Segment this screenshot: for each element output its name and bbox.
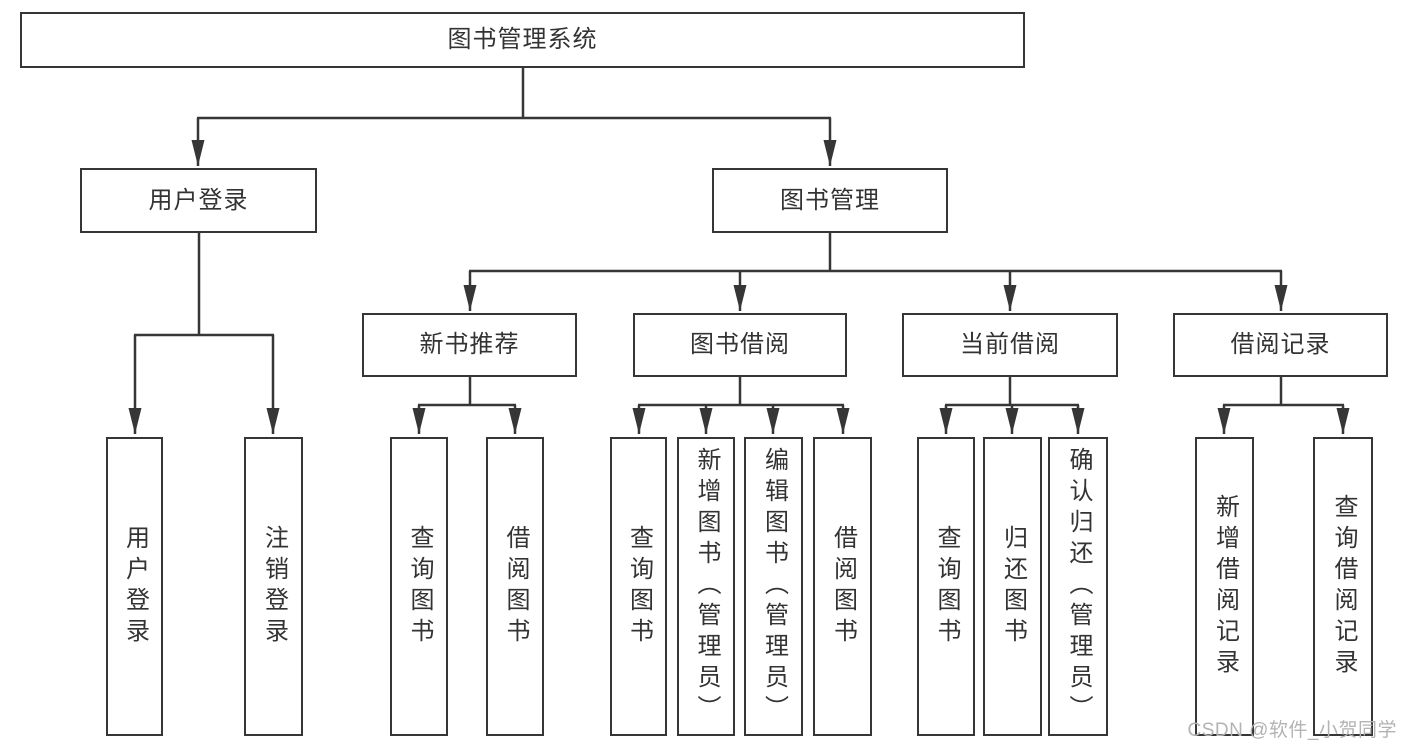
leaf-borrow-books-recommend: 借阅图书 <box>486 437 544 736</box>
leaf-logout: 注销登录 <box>244 437 303 736</box>
node-current-borrow: 当前借阅 <box>902 313 1118 377</box>
leaf-add-books-admin: 新增图书（管理员） <box>677 437 735 736</box>
node-library-management-system: 图书管理系统 <box>20 12 1025 68</box>
book-borrow-children-connector <box>632 377 850 434</box>
root-to-level1-connector <box>191 68 837 166</box>
leaf-add-borrow-record: 新增借阅记录 <box>1195 437 1254 736</box>
user-login-children-connector <box>128 233 280 434</box>
current-borrow-children-connector <box>939 377 1085 434</box>
node-borrow-record: 借阅记录 <box>1173 313 1388 377</box>
node-new-book-recommend: 新书推荐 <box>362 313 577 377</box>
leaf-confirm-return-admin: 确认归还（管理员） <box>1048 437 1108 736</box>
node-book-management: 图书管理 <box>712 168 948 233</box>
leaf-query-books-current: 查询图书 <box>917 437 975 736</box>
leaf-user-login: 用户登录 <box>106 437 163 736</box>
borrow-record-children-connector <box>1217 377 1350 434</box>
node-user-login: 用户登录 <box>80 168 317 233</box>
leaf-query-books-borrow: 查询图书 <box>610 437 667 736</box>
book-management-children-connector <box>463 233 1288 311</box>
leaf-borrow-books: 借阅图书 <box>813 437 872 736</box>
new-book-recommend-children-connector <box>412 377 522 434</box>
leaf-query-borrow-record: 查询借阅记录 <box>1313 437 1373 736</box>
leaf-return-books: 归还图书 <box>983 437 1042 736</box>
node-book-borrow: 图书借阅 <box>633 313 847 377</box>
leaf-query-books-recommend: 查询图书 <box>390 437 448 736</box>
leaf-edit-books-admin: 编辑图书（管理员） <box>744 437 803 736</box>
csdn-watermark: CSDN @软件_小贺同学 <box>1187 720 1397 741</box>
